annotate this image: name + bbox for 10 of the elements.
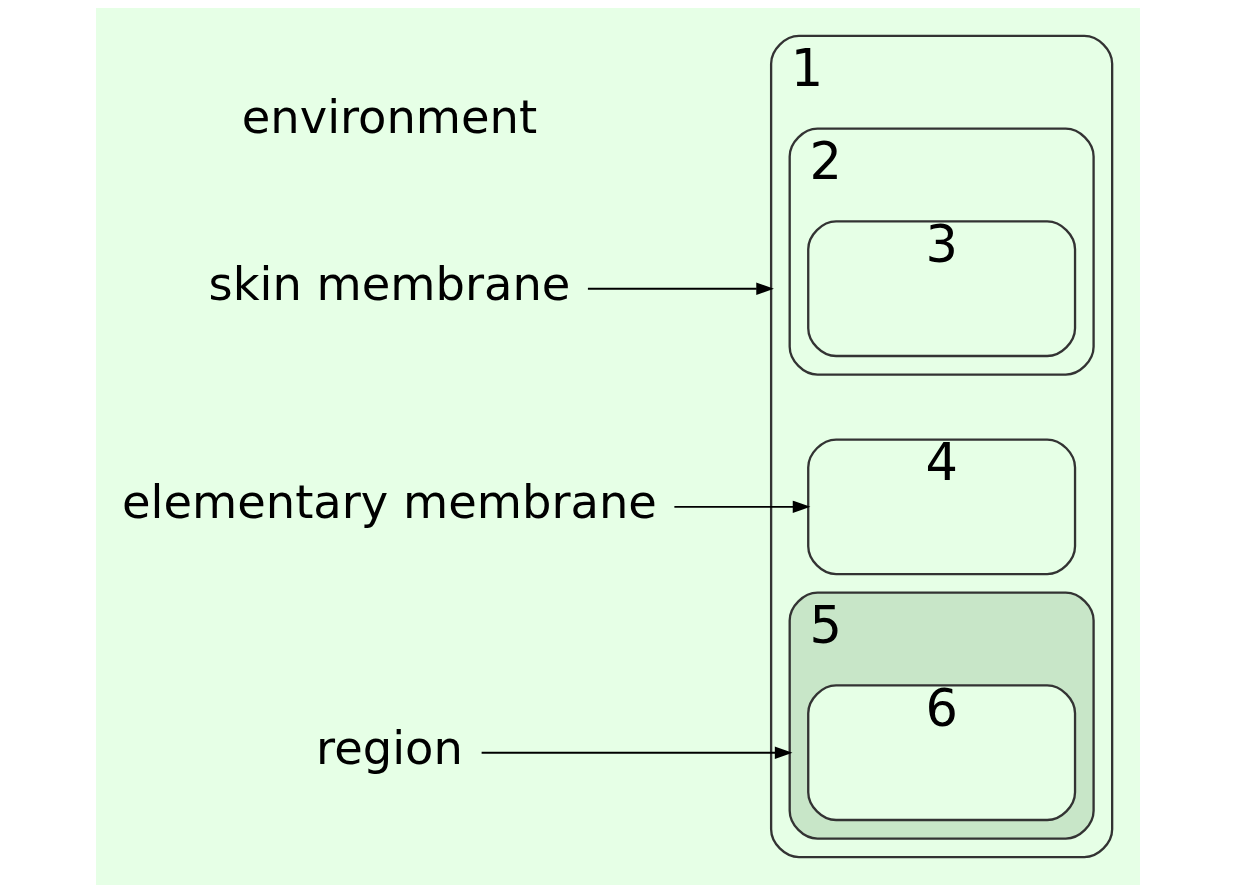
arrow (587, 282, 774, 295)
node-box: 6 (807, 684, 1077, 822)
node-text: skin membrane (208, 257, 571, 312)
node-text: elementary membrane (122, 475, 657, 530)
node-box: 4 (807, 438, 1077, 576)
node-text: region (316, 721, 463, 776)
label: environment (241, 90, 538, 145)
arrow (673, 500, 811, 513)
node-box: 3 (807, 220, 1077, 358)
arrow (480, 746, 793, 759)
